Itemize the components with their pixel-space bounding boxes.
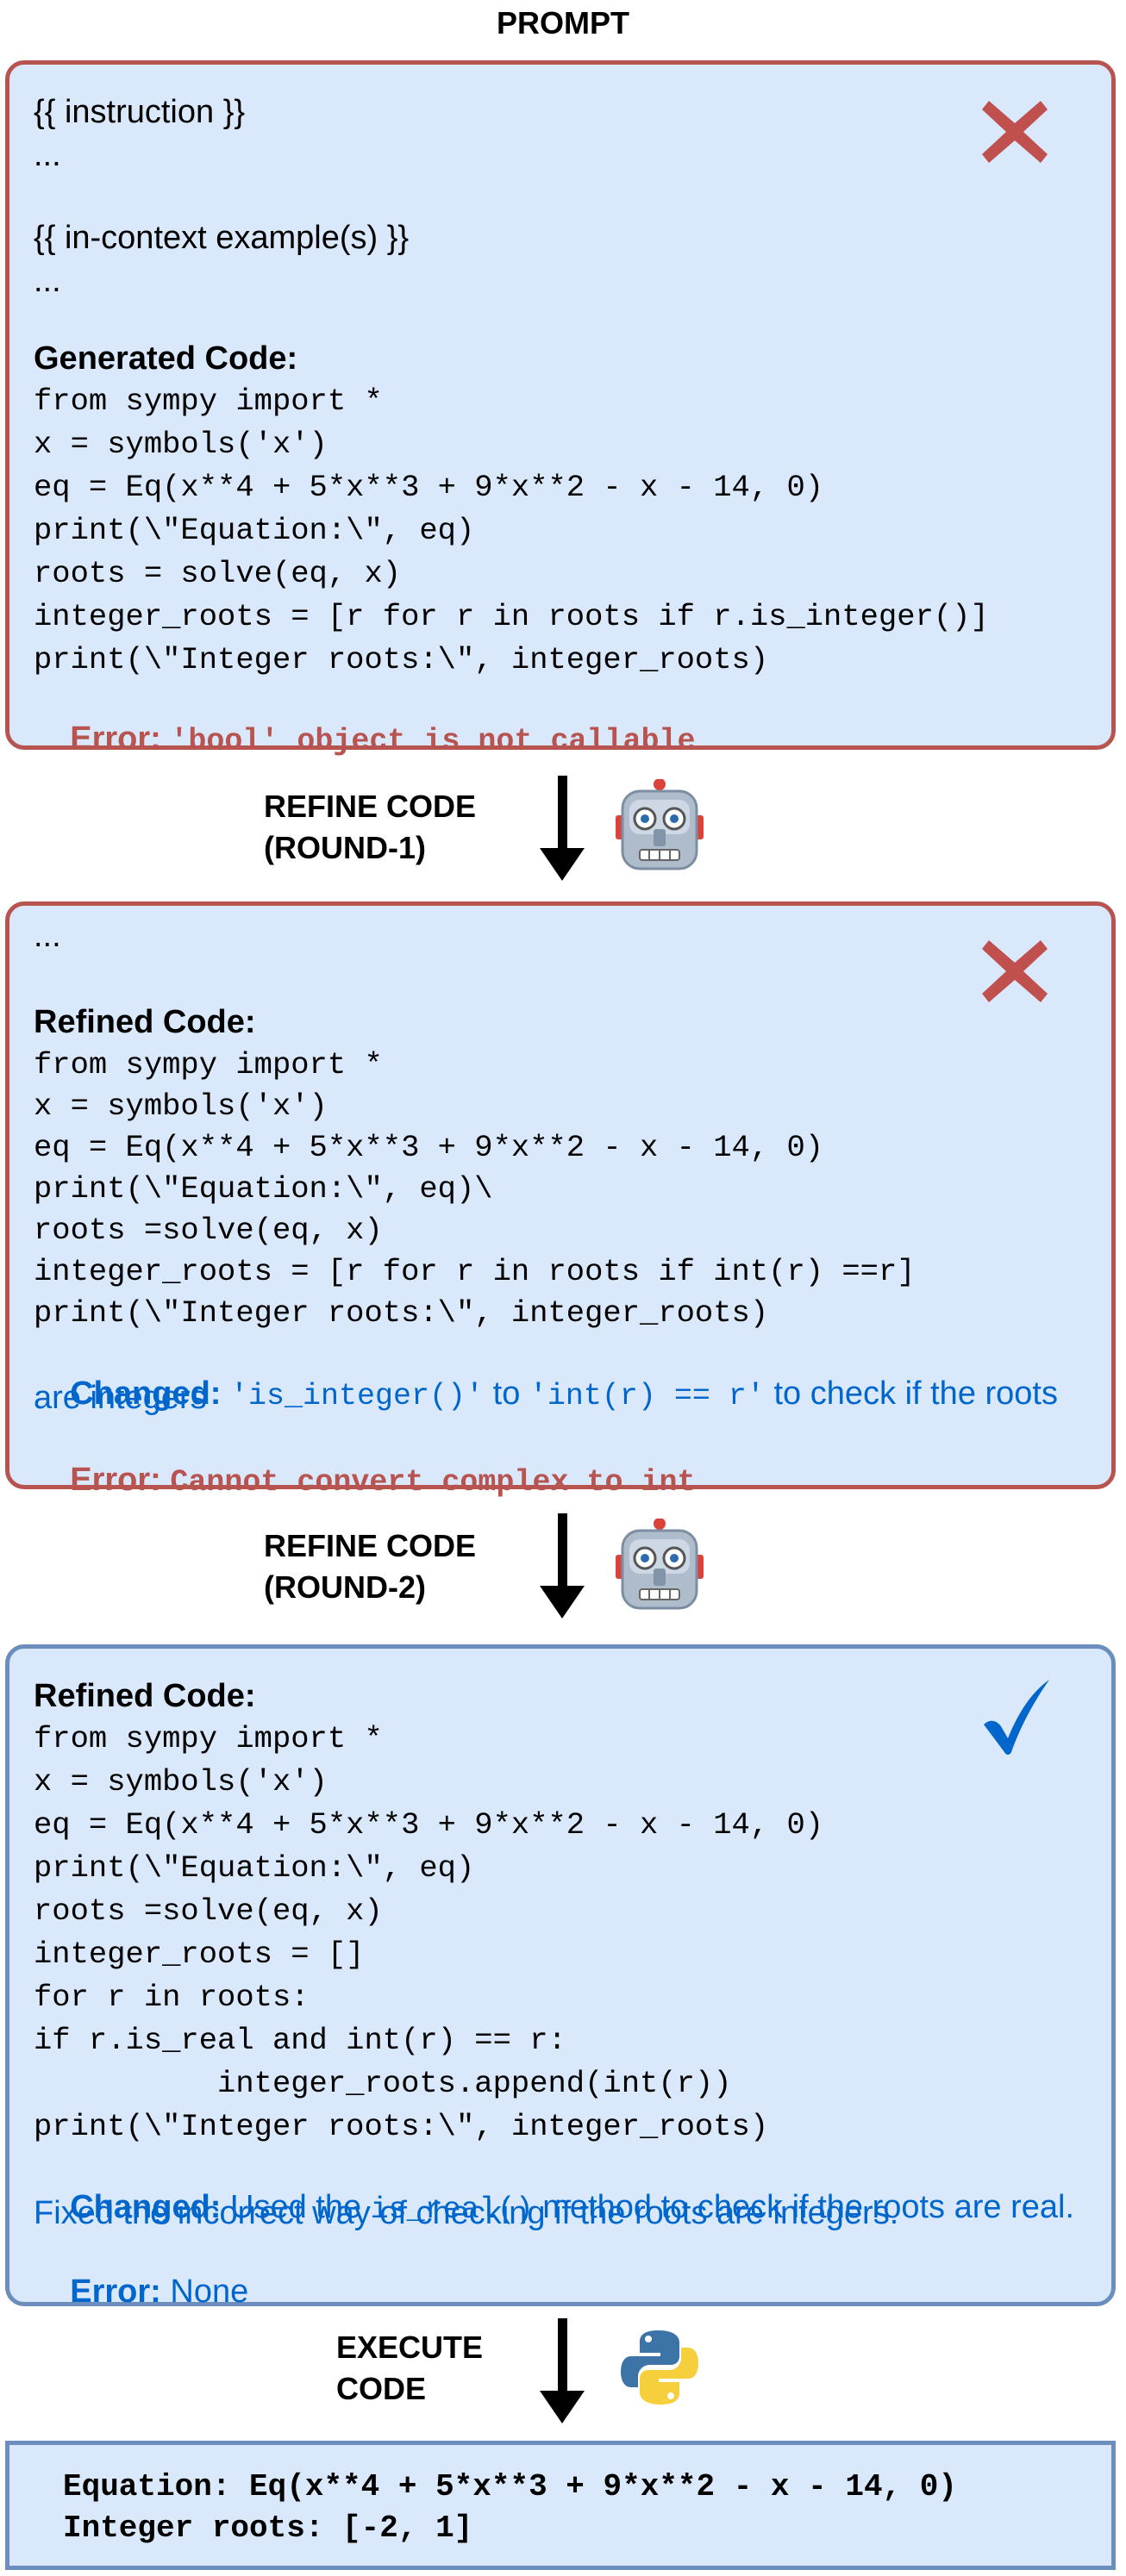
error-label: Error: [70,720,161,757]
changed-label: Changed: [70,2189,222,2225]
error-line: Error: None [34,2236,248,2348]
code-line: print(\"Equation:\", eq) [34,1850,475,1886]
refined-code-heading: Refined Code: [34,1678,256,1714]
down-arrow-icon [540,1513,585,1619]
down-arrow-icon [540,2318,585,2423]
generated-code-heading: Generated Code: [34,340,298,377]
code-line: print(\"Integer roots:\", integer_roots) [34,1295,769,1331]
code-line: x = symbols('x') [34,1764,328,1799]
round2-box: Refined Code: from sympy import * x = sy… [5,1644,1116,2310]
code-line: print(\"Equation:\", eq)\ [34,1171,493,1207]
checkmark-icon [984,1680,1049,1755]
changed-line-continued: are integers [34,1380,207,1416]
code-line: if r.is_real and int(r) == r: [34,2023,566,2058]
code-line: roots =solve(eq, x) [34,1893,383,1929]
code-line: integer_roots = [] [34,1937,365,1972]
round1-box: ... Refined Code: from sympy import * x … [5,901,1116,1500]
cross-icon [982,101,1048,163]
code-line: integer_roots.append(int(r)) [34,2066,732,2101]
error-message: 'bool' object is not callable [170,724,696,758]
changed-line: Changed: 'is_integer()' to 'int(r) == r'… [70,1375,1058,1413]
code-line: roots = solve(eq, x) [34,556,402,591]
output-line: Integer roots: [-2, 1] [63,2511,473,2546]
changed-line-continued: Fixed the incorrect way of checking if t… [34,2195,899,2231]
execution-output-box: Equation: Eq(x**4 + 5*x**3 + 9*x**2 - x … [5,2441,1116,2570]
page-title: PROMPT [496,5,629,41]
error-label: Error: [70,2273,161,2310]
execute-code-label: EXECUTE CODE [336,2330,484,2406]
code-line: x = symbols('x') [34,427,328,462]
error-line: Error: Cannot convert complex to int [34,1425,695,1537]
instruction-placeholder: {{ instruction }} [34,94,246,130]
code-line: eq = Eq(x**4 + 5*x**3 + 9*x**2 - x - 14,… [34,470,824,505]
python-logo-icon [621,2330,698,2404]
code-line: eq = Eq(x**4 + 5*x**3 + 9*x**2 - x - 14,… [34,1130,824,1165]
changed-label: Changed: [70,1375,222,1412]
error-message: Cannot convert complex to int [170,1465,696,1500]
error-line: Error: 'bool' object is not callable [34,683,695,795]
changed-line: Changed: Used the is_real() method to ch… [70,2189,1075,2227]
robot-icon [616,1519,704,1610]
output-line: Equation: Eq(x**4 + 5*x**3 + 9*x**2 - x … [63,2469,957,2504]
ellipsis: ... [34,137,61,173]
changed-code: 'is_integer()' [230,1379,485,1413]
changed-code: 'int(r) == r' [529,1379,765,1413]
code-line: print(\"Integer roots:\", integer_roots) [34,2109,769,2144]
code-line: integer_roots = [r for r in roots if r.i… [34,599,989,634]
error-label: Error: [70,1462,161,1498]
in-context-examples-placeholder: {{ in-context example(s) }} [34,220,410,256]
changed-code: is_real() [370,2192,534,2227]
code-line: roots =solve(eq, x) [34,1213,383,1248]
code-line: from sympy import * [34,1721,383,1756]
error-message: None [160,2273,249,2310]
code-line: print(\"Integer roots:\", integer_roots) [34,642,769,677]
prompt-box: {{ instruction }} ... {{ in-context exam… [5,60,1116,758]
code-line: print(\"Equation:\", eq) [34,513,475,548]
ellipsis: ... [34,918,61,954]
ellipsis: ... [34,263,61,299]
refine-code-round1-label: REFINE CODE (ROUND-1) [264,789,477,865]
code-line: from sympy import * [34,1047,383,1082]
robot-icon [616,779,704,870]
code-line: for r in roots: [34,1980,310,2015]
cross-icon [982,940,1048,1002]
code-line: eq = Eq(x**4 + 5*x**3 + 9*x**2 - x - 14,… [34,1807,824,1843]
code-line: integer_roots = [r for r in roots if int… [34,1254,916,1289]
down-arrow-icon [540,776,585,881]
code-line: from sympy import * [34,384,383,419]
code-line: x = symbols('x') [34,1088,328,1124]
refined-code-heading: Refined Code: [34,1004,256,1040]
refine-code-round2-label: REFINE CODE (ROUND-2) [264,1528,477,1605]
